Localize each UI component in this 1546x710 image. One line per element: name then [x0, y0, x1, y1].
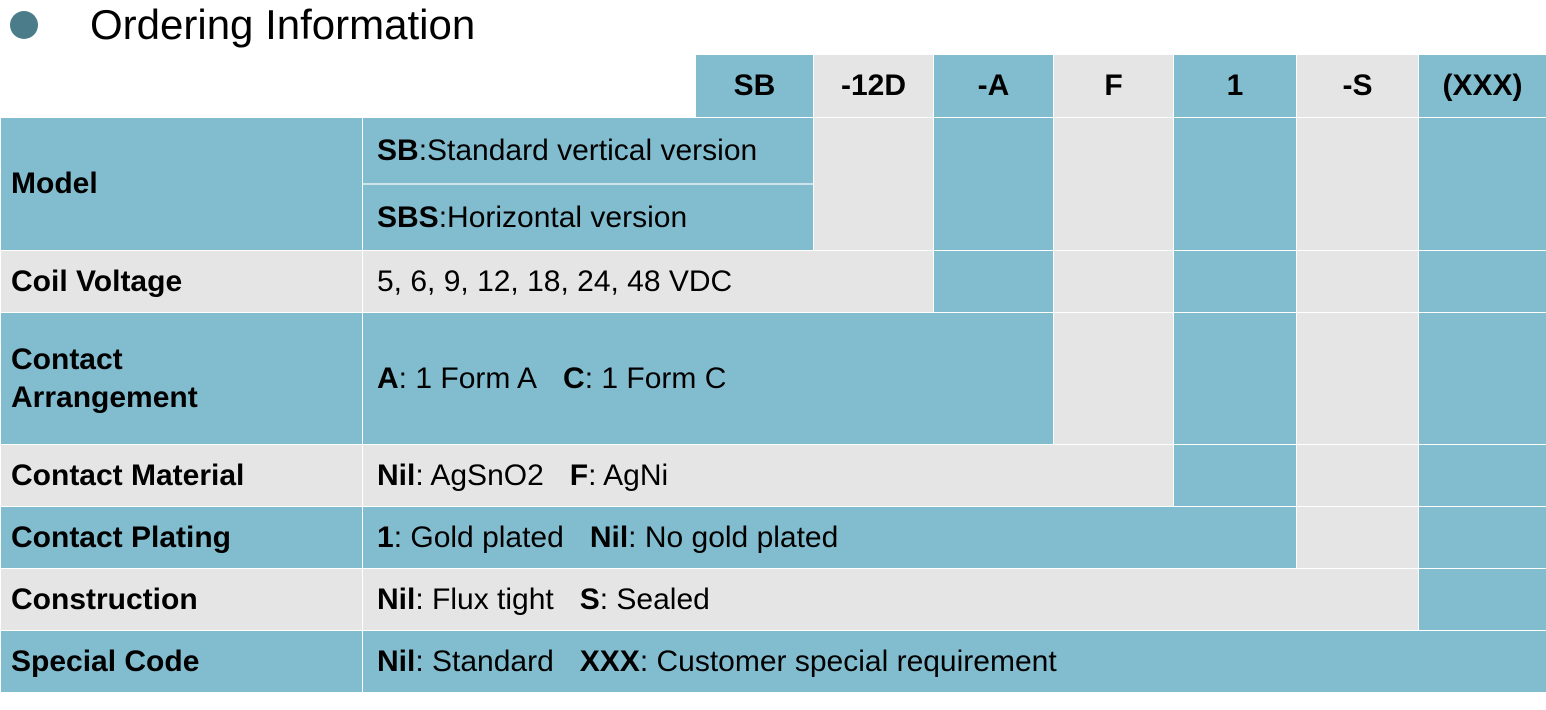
ca-code-c: C [563, 361, 585, 395]
ca-sep-1: : [398, 361, 416, 395]
cp-col-xxx [1418, 506, 1546, 569]
ca-desc-c: 1 Form C [601, 361, 727, 395]
cp-sep-1: : [393, 520, 411, 554]
cm-desc-nil: AgSnO2 [430, 458, 544, 492]
table-row-construction: Construction Nil: Flux tight S: Sealed [0, 568, 1546, 631]
cs-code-s: S [579, 582, 600, 616]
model-code-sb: SB [377, 133, 419, 167]
ca-code-a: A [377, 361, 399, 395]
cm-col-s [1296, 444, 1419, 507]
cm-col-xxx [1418, 444, 1546, 507]
cs-desc-s: Sealed [616, 582, 710, 616]
table-row-model: Model SB: Standard vertical version SBS:… [0, 117, 1546, 251]
header-spacer-label [0, 54, 363, 118]
model-col-12d [813, 117, 934, 251]
cs-desc-nil: Flux tight [432, 582, 554, 616]
row-label-special-code: Special Code [0, 630, 363, 693]
cp-desc-nil: No gold plated [644, 520, 839, 554]
cp-sep-2: : [628, 520, 645, 554]
part-code-header-row: SB -12D -A F 1 -S (XXX) [0, 54, 1546, 118]
code-segment-a[interactable]: -A [933, 54, 1054, 118]
ca-col-s [1296, 312, 1419, 445]
page-title: Ordering Information [90, 1, 476, 48]
cm-desc-f: AgNi [603, 458, 669, 492]
cm-sep-2: : [588, 458, 604, 492]
coil-col-xxx [1418, 250, 1546, 313]
ca-col-xxx [1418, 312, 1546, 445]
code-segment-12d[interactable]: -12D [813, 54, 934, 118]
ca-sep-2: : [584, 361, 602, 395]
model-row-divider [363, 183, 813, 185]
table-row-special-code: Special Code Nil: Standard XXX: Customer … [0, 630, 1546, 693]
code-segment-f[interactable]: F [1053, 54, 1174, 118]
slide-title-row: Ordering Information [0, 0, 1546, 50]
sc-code-nil: Nil [377, 644, 416, 678]
code-segment-1[interactable]: 1 [1173, 54, 1297, 118]
ca-col-f [1053, 312, 1174, 445]
table-row-coil-voltage: Coil Voltage 5, 6, 9, 12, 18, 24, 48 VDC [0, 250, 1546, 313]
row-label-coil-voltage: Coil Voltage [0, 250, 363, 313]
row-label-contact-arrangement-line2: Arrangement [11, 380, 198, 414]
model-col-1 [1173, 117, 1297, 251]
code-segment-xxx[interactable]: (XXX) [1418, 54, 1546, 118]
row-label-model: Model [0, 117, 363, 251]
sc-desc-xxx: Customer special requirement [656, 644, 1057, 678]
model-desc-sbs: Horizontal version [447, 200, 688, 234]
row-value-special-code: Nil: Standard XXX: Customer special requi… [362, 630, 1546, 693]
cs-sep-1: : [415, 582, 433, 616]
model-col-f [1053, 117, 1174, 251]
row-label-construction: Construction [0, 568, 363, 631]
row-label-contact-plating: Contact Plating [0, 506, 363, 569]
cm-code-f: F [569, 458, 589, 492]
model-value-line-2: SBS: Horizontal version [363, 185, 813, 250]
ca-desc-a: 1 Form A [415, 361, 538, 395]
coil-col-1 [1173, 250, 1297, 313]
cs-col-xxx [1418, 568, 1546, 631]
table-row-contact-arrangement: Contact Arrangement A: 1 Form A C: 1 Form… [0, 312, 1546, 445]
row-label-contact-arrangement: Contact Arrangement [0, 312, 363, 445]
model-col-s [1296, 117, 1419, 251]
model-col-xxx [1418, 117, 1546, 251]
row-value-contact-arrangement: A: 1 Form A C: 1 Form C [362, 312, 1054, 445]
row-value-coil-voltage: 5, 6, 9, 12, 18, 24, 48 VDC [362, 250, 934, 313]
cs-sep-2: : [599, 582, 617, 616]
row-label-contact-arrangement-line1: Contact [11, 343, 123, 376]
coil-col-s [1296, 250, 1419, 313]
row-label-contact-material: Contact Material [0, 444, 363, 507]
cm-code-nil: Nil [377, 458, 416, 492]
cs-code-nil: Nil [377, 582, 416, 616]
ordering-information-table: SB -12D -A F 1 -S (XXX) Model SB: Standa… [0, 54, 1546, 693]
sc-sep-2: : [639, 644, 657, 678]
model-desc-sb: Standard vertical version [427, 133, 758, 167]
cm-col-1 [1173, 444, 1297, 507]
model-col-a [933, 117, 1054, 251]
row-value-construction: Nil: Flux tight S: Sealed [362, 568, 1419, 631]
table-row-contact-material: Contact Material Nil: AgSnO2 F: AgNi [0, 444, 1546, 507]
sc-code-xxx: XXX [579, 644, 640, 678]
ca-col-1 [1173, 312, 1297, 445]
table-row-contact-plating: Contact Plating 1: Gold plated Nil: No go… [0, 506, 1546, 569]
code-segment-s[interactable]: -S [1296, 54, 1419, 118]
coil-col-a [933, 250, 1054, 313]
cp-col-s [1296, 506, 1419, 569]
cp-code-nil: Nil [589, 520, 629, 554]
sc-desc-nil: Standard [432, 644, 554, 678]
filled-circle-bullet-icon [10, 11, 38, 39]
row-value-contact-plating: 1: Gold plated Nil: No gold plated [362, 506, 1297, 569]
model-value-line-1: SB: Standard vertical version [363, 118, 813, 183]
row-value-model: SB: Standard vertical version SBS: Horiz… [362, 117, 814, 251]
cm-sep-1: : [415, 458, 431, 492]
model-code-sbs: SBS [377, 200, 439, 234]
cp-code-1: 1 [377, 520, 394, 554]
coil-col-f [1053, 250, 1174, 313]
row-value-contact-material: Nil: AgSnO2 F: AgNi [362, 444, 1174, 507]
cp-desc-1: Gold plated [410, 520, 564, 554]
model-sep-2: : [438, 200, 448, 234]
model-sep-1: : [418, 133, 428, 167]
header-spacer-value [362, 54, 696, 118]
code-segment-sb[interactable]: SB [695, 54, 814, 118]
sc-sep-1: : [415, 644, 433, 678]
